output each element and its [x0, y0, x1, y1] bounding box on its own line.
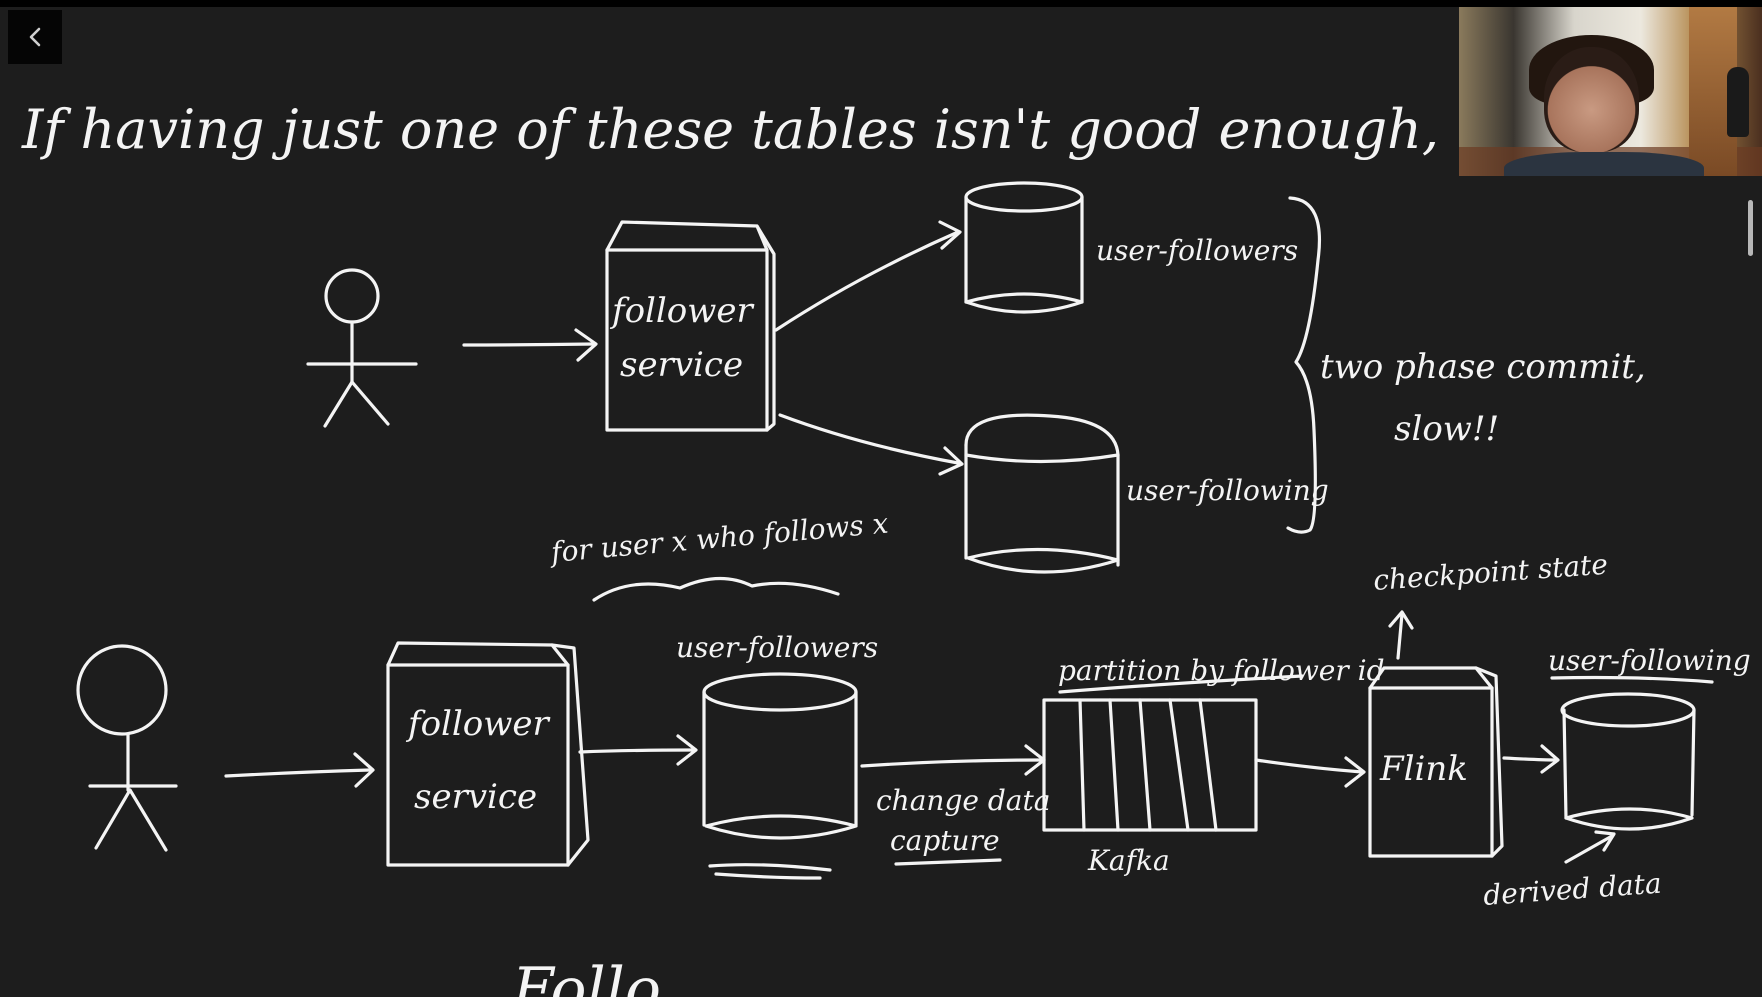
webcam-background-figure — [1727, 67, 1749, 137]
cdc-underline — [894, 858, 1002, 866]
kafka-queue: partition by follower id Kafka — [1042, 654, 1385, 877]
kafka-label: Kafka — [1087, 844, 1170, 877]
arrow-kafka-to-flink — [1254, 756, 1366, 788]
webcam-person-face — [1544, 47, 1639, 152]
service-label-top-line1: follower — [609, 291, 754, 331]
cdc-line2: capture — [890, 824, 1000, 857]
slow-text: slow!! — [1394, 409, 1499, 449]
webcam-feed — [1459, 7, 1762, 176]
db-user-followers-top: user-followers — [964, 181, 1298, 314]
arrow-flink-to-db — [1502, 744, 1560, 774]
user-stick-figure-top — [306, 268, 418, 428]
two-phase-commit-text: two phase commit, — [1320, 347, 1646, 387]
db2-label-bottom: user-following — [1548, 644, 1751, 677]
arrow-service-to-db2 — [778, 413, 964, 476]
scrollbar-thumb[interactable] — [1748, 200, 1753, 256]
db-user-following-top: user-following — [964, 413, 1329, 574]
arrow-service-to-db1 — [774, 220, 962, 332]
service-label-bottom-line2: service — [414, 777, 537, 817]
arrow-user-to-service-top — [462, 328, 598, 362]
service-label-top-line2: service — [620, 345, 743, 385]
service-label-bottom-line1: follower — [405, 704, 550, 744]
arrow-db-to-kafka — [860, 744, 1046, 776]
cdc-line1: change data — [876, 784, 1050, 817]
flink-label: Flink — [1379, 749, 1468, 789]
top-bar — [0, 0, 1762, 7]
derived-data-label: derived data — [1482, 867, 1662, 912]
footer-partial-text: Follo — [511, 955, 661, 997]
db-label-bottom: user-followers — [676, 631, 878, 664]
follower-service-box-top: follower service — [605, 220, 776, 432]
for-user-note: for user x who follows x — [548, 507, 890, 570]
db1-label-top: user-followers — [1096, 234, 1298, 267]
curly-brace — [1286, 196, 1322, 534]
arrow-user-to-service-bottom — [224, 752, 375, 788]
chevron-left-icon — [29, 27, 41, 47]
follower-service-box-bottom: follower service — [386, 641, 590, 867]
db-user-followers-bottom: user-followers — [592, 576, 878, 880]
db-user-following-bottom: user-following derived data — [1482, 644, 1751, 912]
arrow-service-to-db-bottom — [578, 734, 698, 766]
flink-box: Flink checkpoint state — [1368, 548, 1609, 858]
db2-label-top: user-following — [1126, 474, 1329, 507]
back-button[interactable] — [8, 10, 62, 64]
webcam-person-shirt — [1504, 152, 1704, 176]
user-stick-figure-bottom — [76, 644, 178, 852]
checkpoint-label: checkpoint state — [1372, 548, 1609, 597]
